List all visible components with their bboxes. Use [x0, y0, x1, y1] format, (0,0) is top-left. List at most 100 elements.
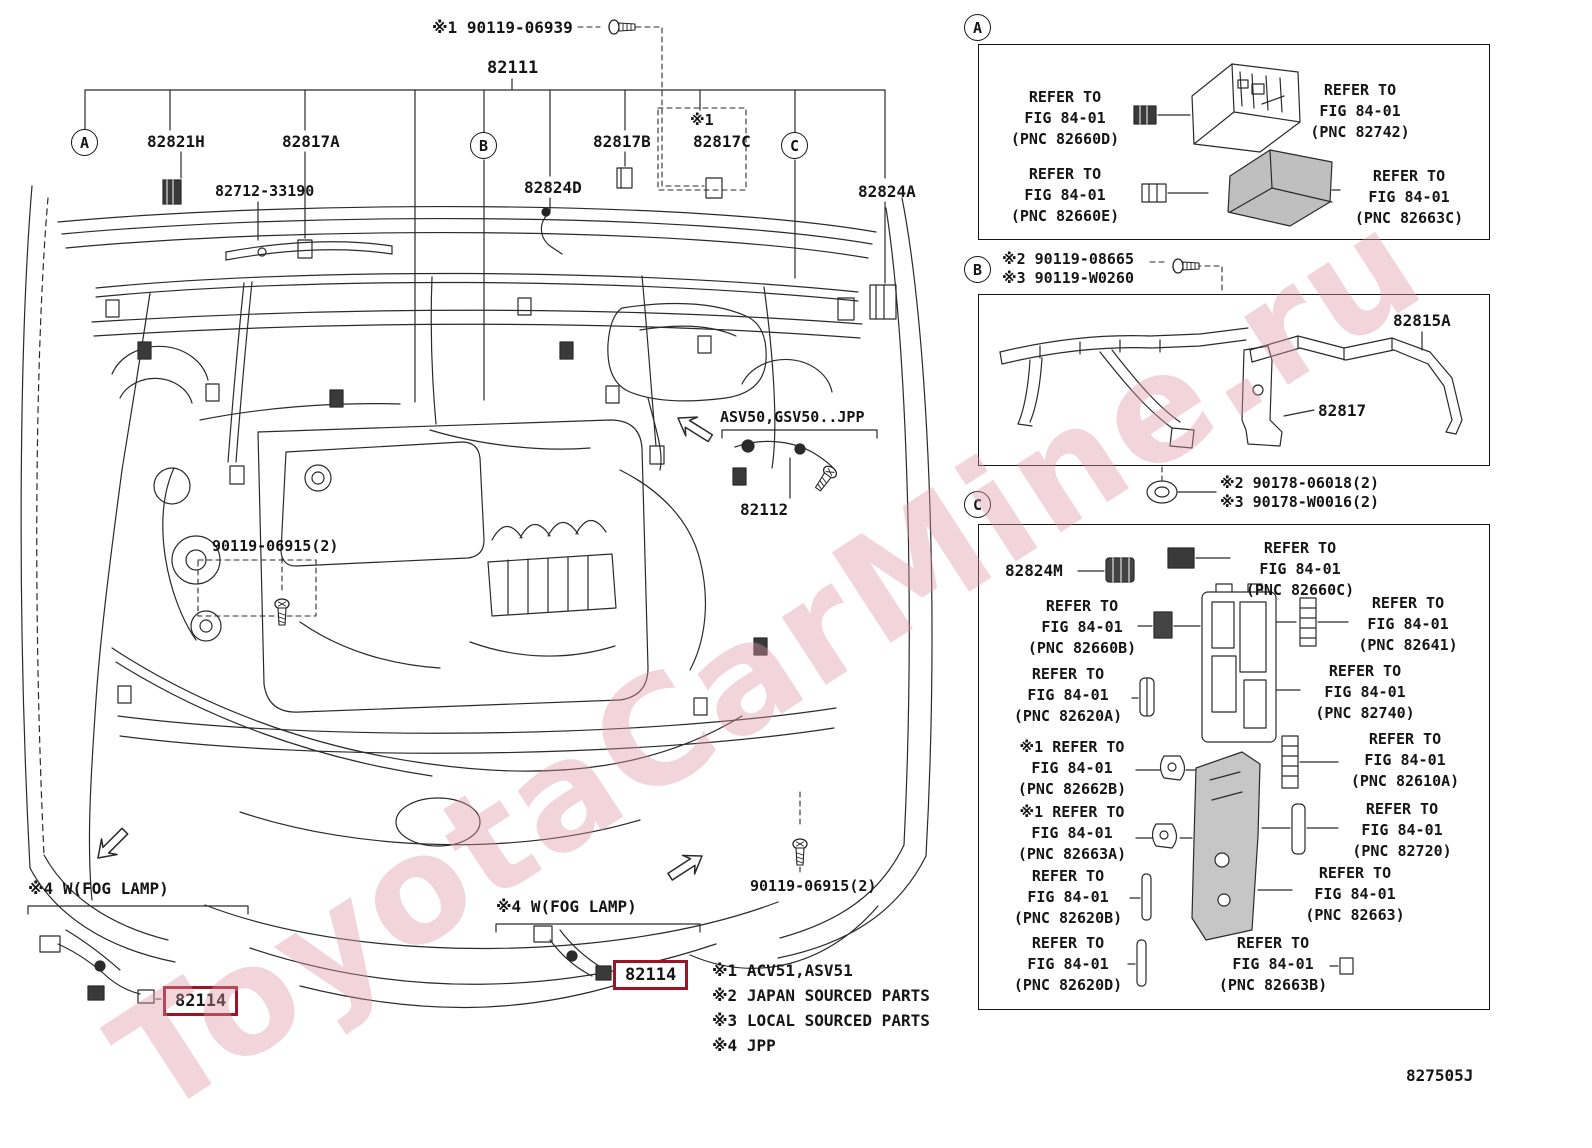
text-line: REFER TO — [1371, 594, 1445, 612]
strip-82720-icon — [1261, 803, 1339, 855]
text-line: REFER TO — [1263, 539, 1337, 557]
label-fog-lamp-mid: ※4 W(FOG LAMP) — [496, 897, 637, 916]
text-line: FIG 84-01 — [1031, 759, 1113, 777]
label-82824m: 82824M — [1005, 561, 1063, 580]
text-line: FIG 84-01 — [1232, 955, 1314, 973]
panel-c-callout: C — [964, 491, 991, 518]
text-line: (PNC 82720) — [1352, 842, 1452, 860]
label-brackets — [27, 429, 878, 933]
text-line: REFER TO — [1031, 665, 1105, 683]
parts-diagram-page: { "watermark": "ToyotaCarMine.ru", "doc_… — [20, 14, 1490, 1148]
text-line: (PNC 82740) — [1315, 704, 1415, 722]
text-line: FIG 84-01 — [1031, 824, 1113, 842]
callout-a: A — [71, 129, 98, 156]
text-line: REFER TO — [1031, 934, 1105, 952]
panel-b-box — [978, 294, 1490, 466]
panel-a-callout: A — [964, 14, 991, 41]
label-90178-06018: ※2 90178-06018(2) — [1220, 474, 1380, 492]
panel-a-box — [978, 44, 1490, 240]
harness-82112-drawing — [734, 439, 836, 499]
variant-arrow-icon — [671, 407, 717, 449]
label-90119-w0260: ※3 90119-W0260 — [1002, 269, 1134, 287]
highlighted-part-82114-mid[interactable]: 82114 — [613, 960, 689, 990]
hook-82824d-icon — [540, 207, 563, 255]
text-line: FIG 84-01 — [1319, 102, 1401, 120]
text-line: FIG 84-01 — [1027, 686, 1109, 704]
relay-block-drawing — [1201, 583, 1277, 743]
text-line: REFER TO — [1028, 88, 1102, 106]
text-line: REFER TO — [1323, 81, 1397, 99]
engine-bay-drawing — [20, 185, 933, 1009]
ref-block-82620d: REFER TO FIG 84-01 (PNC 82620D) — [993, 933, 1143, 996]
text-line: FIG 84-01 — [1027, 888, 1109, 906]
connector-82824m-icon — [1077, 557, 1135, 583]
connector-82660e-icon — [1141, 183, 1209, 203]
label-82824d: 82824D — [524, 178, 582, 197]
strip-82620b-icon — [1129, 873, 1152, 921]
label-82824a: 82824A — [858, 182, 916, 201]
label-82111: 82111 — [487, 58, 539, 78]
text-line: ※4 JPP — [712, 1036, 776, 1055]
label-90119-06915-left: 90119-06915(2) — [212, 537, 339, 555]
fuse-box-icon — [1191, 63, 1301, 153]
text-line: FIG 84-01 — [1027, 955, 1109, 973]
text-line: REFER TO — [1031, 867, 1105, 885]
text-line: (PNC 82620A) — [1013, 707, 1123, 725]
connector-82821h-icon — [162, 179, 182, 205]
bolt-icon-82112 — [811, 463, 840, 494]
reinforcement-82815a-drawing — [1249, 331, 1463, 435]
label-82821h: 82821H — [147, 132, 205, 151]
highlighted-part-82114-left[interactable]: 82114 — [163, 986, 239, 1016]
text-line: (PNC 82660B) — [1027, 639, 1137, 657]
footnote-list: ※1 ACV51,ASV51※2 JAPAN SOURCED PARTS※3 L… — [712, 958, 930, 1058]
panel-c-box — [978, 524, 1490, 1010]
text-line: (PNC 82620B) — [1013, 909, 1123, 927]
panel-b-callout: B — [964, 256, 991, 283]
label-90119-08665: ※2 90119-08665 — [1002, 250, 1134, 268]
ref-block-82740: REFER TO FIG 84-01 (PNC 82740) — [1290, 661, 1440, 724]
text-line: (PNC 82641) — [1358, 636, 1458, 654]
text-line: (PNC 82660E) — [1010, 207, 1120, 225]
callout-b: B — [470, 132, 497, 159]
text-line: REFER TO — [1365, 800, 1439, 818]
text-line: ※1 REFER TO — [1019, 803, 1125, 821]
fog-lamp-harness-left — [39, 929, 155, 1004]
text-line: (PNC 82663C) — [1354, 209, 1464, 227]
label-82817b: 82817B — [593, 132, 651, 151]
text-line: FIG 84-01 — [1324, 683, 1406, 701]
fog-arrow-mid-icon — [663, 846, 709, 887]
text-line: (PNC 82620D) — [1013, 976, 1123, 994]
callout-letter: A — [972, 18, 983, 37]
panel-b-screw-icon — [1172, 258, 1200, 274]
label-82817: 82817 — [1318, 401, 1367, 420]
fog-arrow-left-icon — [89, 822, 134, 867]
text-line: REFER TO — [1328, 662, 1402, 680]
cover-82663c-icon — [1227, 149, 1341, 227]
callout-c: C — [781, 132, 808, 159]
fuse-82641-icon — [1275, 597, 1349, 647]
grommet-icon — [1146, 480, 1217, 504]
text-line: REFER TO — [1372, 167, 1446, 185]
connector-82660b-icon — [1137, 611, 1201, 639]
text-line: REFER TO — [1045, 597, 1119, 615]
connector-82660c-icon — [1167, 547, 1231, 569]
strip-82620d-icon — [1127, 939, 1147, 987]
label-90178-w0016: ※3 90178-W0016(2) — [1220, 493, 1380, 511]
figure-code: 827505J — [1406, 1066, 1474, 1085]
text-line: (PNC 82660C) — [1245, 581, 1355, 599]
fog-lamp-harness-mid — [533, 925, 612, 981]
text-line: ※1 ACV51,ASV51 — [712, 961, 853, 980]
clip-82817a-icon — [297, 239, 313, 259]
callout-letter: B — [972, 260, 983, 279]
text-line: (PNC 82663) — [1305, 906, 1405, 924]
text-line: FIG 84-01 — [1259, 560, 1341, 578]
